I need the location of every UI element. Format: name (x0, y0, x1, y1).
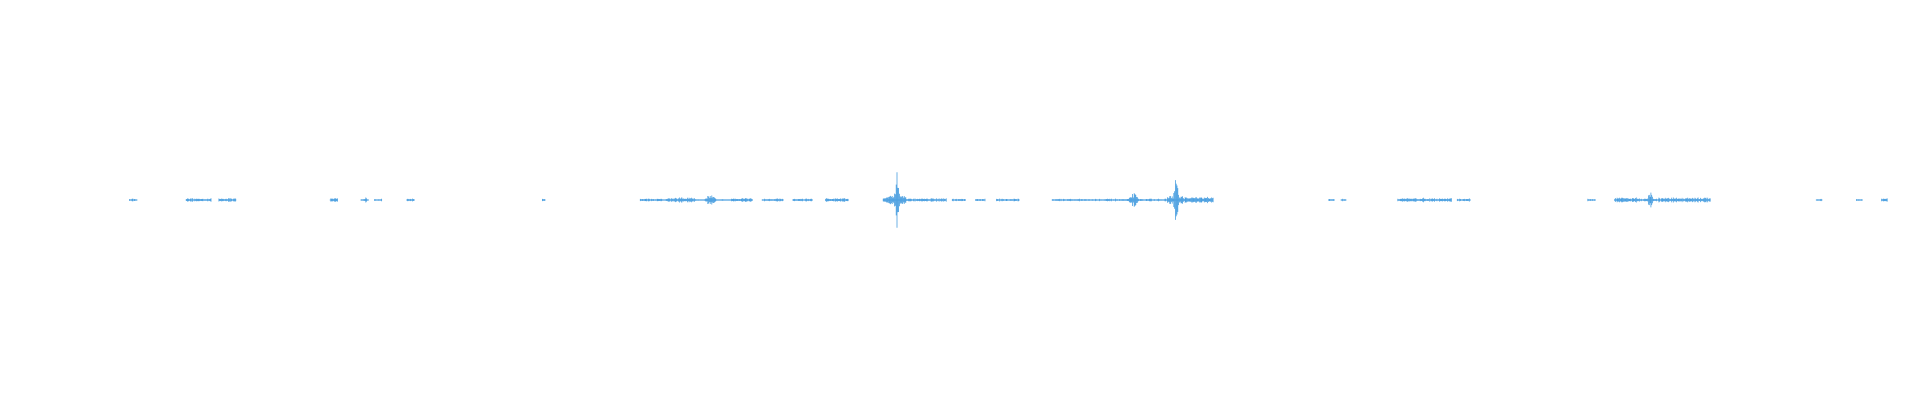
waveform-segment (360, 197, 369, 203)
waveform-segment (218, 198, 237, 202)
waveform-segment (406, 198, 415, 202)
waveform-segment (1328, 199, 1335, 201)
waveform-segment (1614, 197, 1640, 203)
waveform-segment (888, 172, 907, 228)
waveform-segment (1167, 180, 1183, 220)
waveform-segment (1587, 198, 1596, 202)
waveform-segment (1397, 197, 1452, 203)
waveform-segment (731, 198, 753, 202)
waveform-segment (1147, 198, 1168, 202)
waveform-segment (694, 195, 732, 205)
waveform-segment (951, 198, 966, 202)
waveform-segment (1881, 198, 1888, 202)
waveform-segment (825, 198, 849, 202)
waveform-segment (639, 198, 669, 202)
waveform-segment (1658, 197, 1711, 203)
waveform-segment (761, 198, 784, 202)
waveform-segment (373, 198, 383, 202)
waveform-segment (1182, 196, 1214, 204)
waveform-segment (882, 197, 890, 203)
waveform-segment (905, 198, 947, 202)
waveform-segment (1117, 193, 1149, 207)
waveform-segment (1456, 198, 1471, 202)
waveform-segment (792, 198, 813, 202)
waveform-segment (996, 198, 1020, 202)
waveform-bars (129, 172, 1888, 228)
waveform-segment (185, 198, 212, 202)
waveform-segment (975, 198, 986, 202)
waveform-segment (667, 197, 695, 203)
waveform-segment (1815, 198, 1823, 202)
waveform-segment (1340, 198, 1347, 202)
waveform-segment (1856, 199, 1863, 201)
waveform-segment (1051, 198, 1118, 202)
waveform-segment (1639, 192, 1660, 208)
waveform-segment (129, 198, 138, 202)
waveform-segment (329, 198, 338, 202)
waveform-segment (542, 198, 546, 202)
